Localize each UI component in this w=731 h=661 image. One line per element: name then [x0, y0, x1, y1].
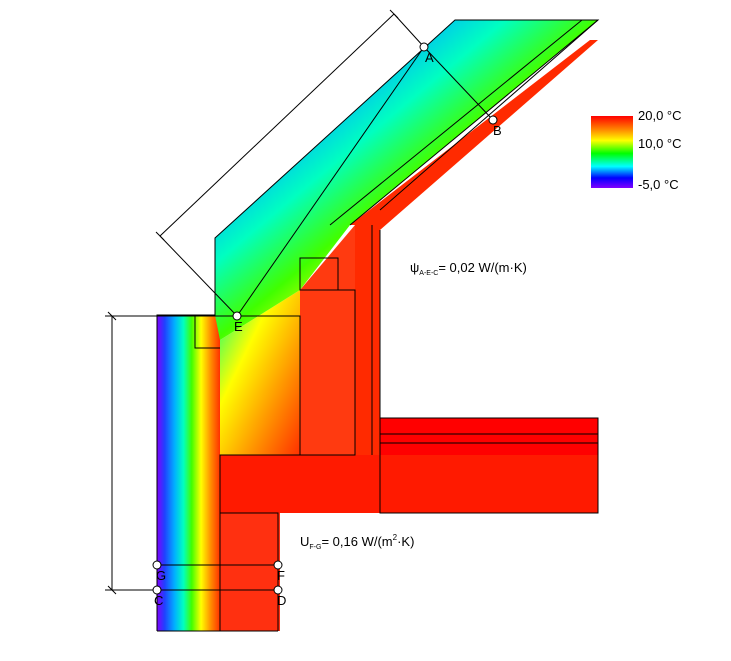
temperature-legend: 20,0 °C 10,0 °C -5,0 °C [591, 108, 682, 192]
point-A-label: A [425, 50, 434, 65]
point-E-marker [232, 311, 242, 321]
roof-inner-lining [350, 40, 598, 455]
psi-symbol: ψ [410, 260, 419, 275]
legend-mid-label: 10,0 °C [638, 136, 682, 151]
dimension-lines [105, 9, 425, 595]
legend-color-bar [591, 116, 633, 188]
interior-zone [220, 40, 598, 631]
psi-subscript: A-E-C [419, 270, 438, 277]
point-B-label: B [493, 123, 502, 138]
point-D-label: D [277, 593, 286, 608]
points [152, 42, 498, 595]
floor-slab [220, 455, 598, 513]
u-subscript: F-G [309, 544, 321, 551]
exterior-wall-layers [157, 315, 220, 631]
roof-layers [215, 20, 598, 340]
measurement-lines [157, 46, 494, 591]
point-A-marker [419, 42, 429, 52]
point-D-marker [273, 585, 283, 595]
point-C-label: C [154, 593, 163, 608]
u-value-prefix: = 0,16 W/(m [321, 534, 392, 549]
u-annotation: UF-G= 0,16 W/(m2·K) [300, 533, 414, 551]
legend-max-label: 20,0 °C [638, 108, 682, 123]
slab-top-layer [380, 418, 598, 455]
psi-value: = 0,02 W/(m·K) [438, 260, 527, 275]
point-F-label: F [277, 568, 285, 583]
u-value-suffix: ·K) [397, 534, 414, 549]
point-G-label: G [156, 568, 166, 583]
point-labels: A B E G F C D [154, 50, 502, 608]
point-E-label: E [234, 319, 243, 334]
u-value-sup: 2 [393, 533, 398, 542]
u-symbol: U [300, 534, 309, 549]
svg-text:UF-G= 0,16 W/(m2·K): UF-G= 0,16 W/(m2·K) [300, 533, 414, 551]
point-G-marker [152, 560, 162, 570]
legend-min-label: -5,0 °C [638, 177, 679, 192]
point-C-marker [152, 585, 162, 595]
point-F-marker [273, 560, 283, 570]
svg-text:ψA-E-C= 0,02 W/(m·K): ψA-E-C= 0,02 W/(m·K) [410, 260, 527, 277]
psi-annotation: ψA-E-C= 0,02 W/(m·K) [410, 260, 527, 277]
corner-transition-zone [220, 290, 300, 455]
point-B-marker [488, 115, 498, 125]
construction-outlines [156, 19, 600, 632]
